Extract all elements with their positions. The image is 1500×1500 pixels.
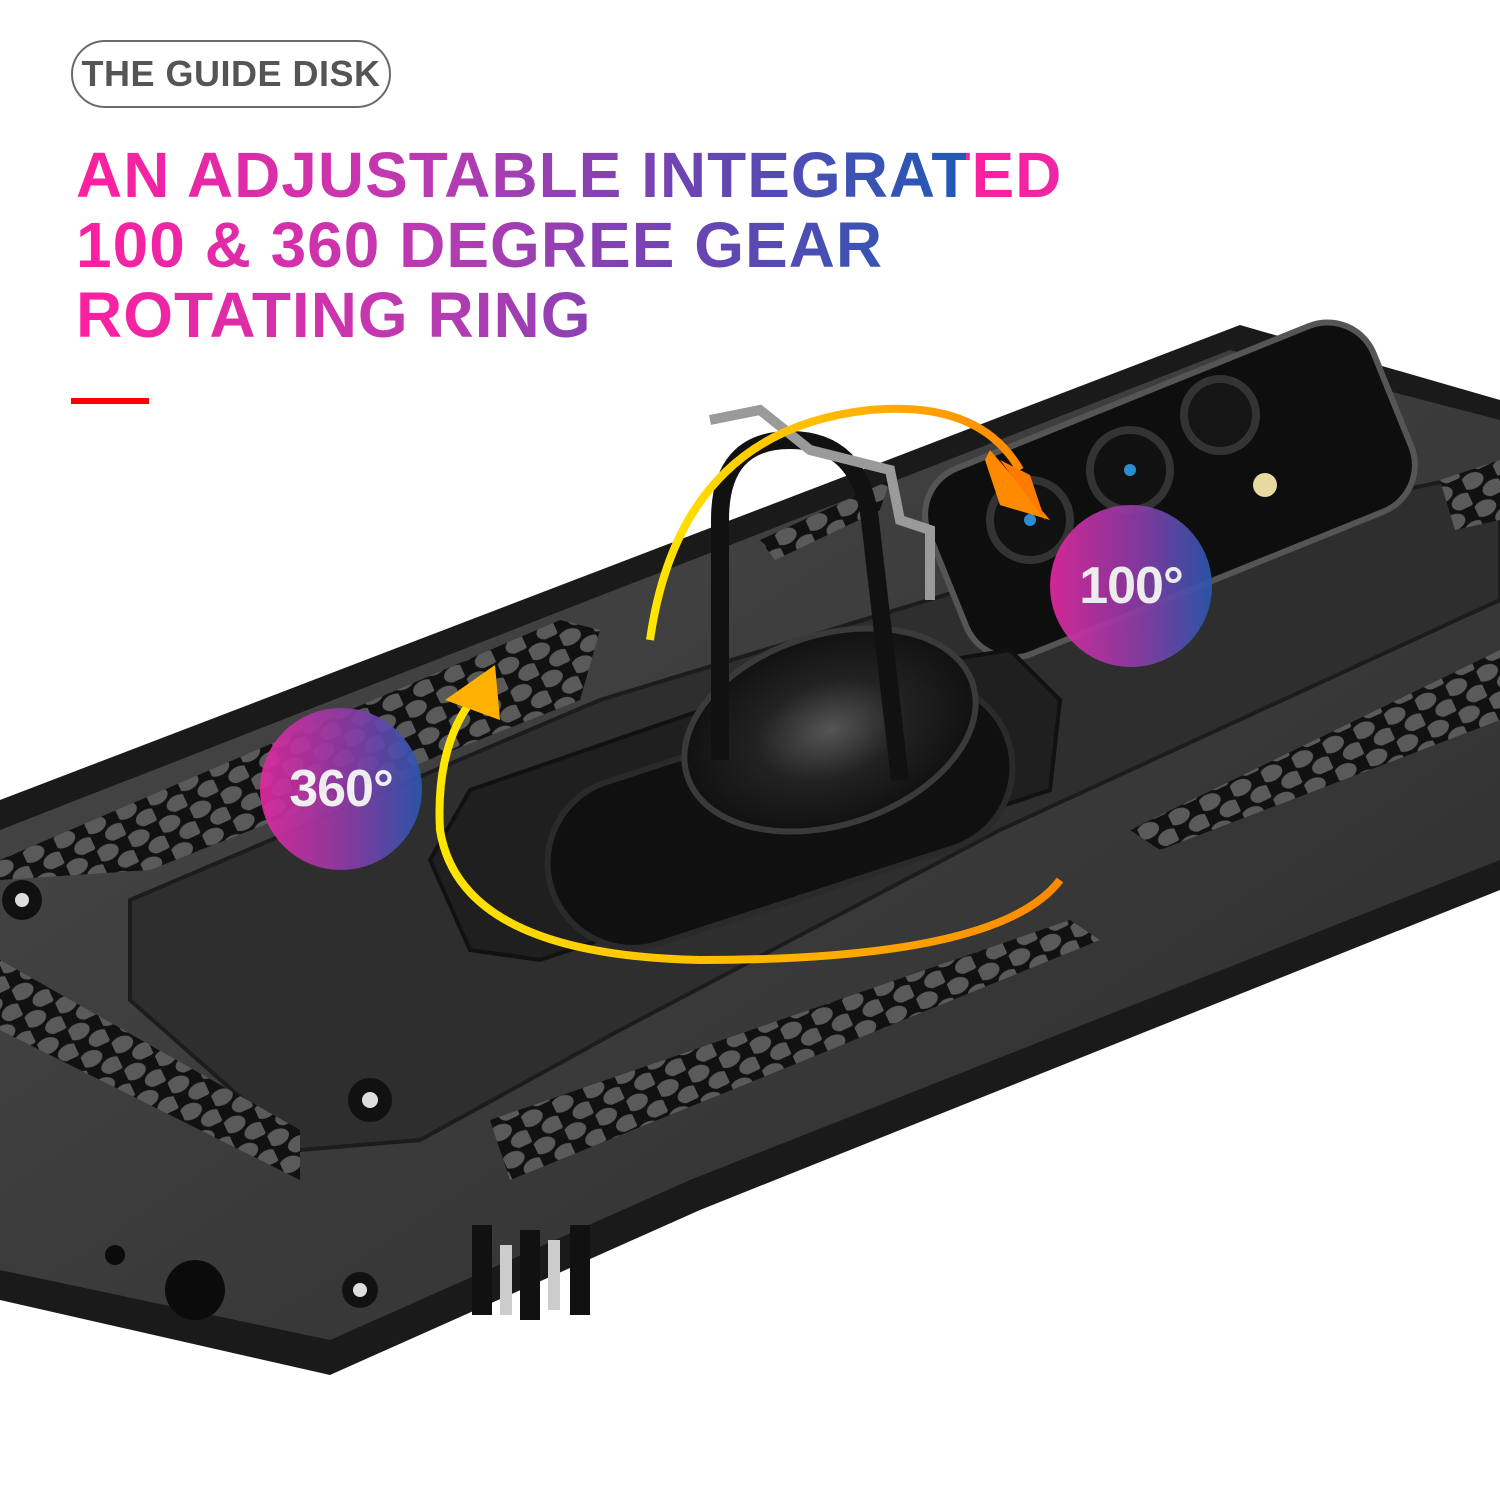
headline-line-2: 100 & 360 DEGREE GEAR — [76, 209, 884, 281]
ring-kickstand-icon — [427, 404, 1063, 963]
headline: AN ADJUSTABLE INTEGRATED 100 & 360 DEGRE… — [76, 140, 1061, 351]
side-button-grips — [105, 1225, 590, 1320]
headline-line-1: AN ADJUSTABLE INTEGRATED — [76, 139, 1063, 211]
guide-disk-pill: THE GUIDE DISK — [71, 40, 391, 108]
accent-bar — [71, 398, 149, 404]
headline-line-3: ROTATING RING — [76, 279, 592, 351]
screw-icon — [2, 880, 392, 1308]
rotation-360-badge: 360° — [260, 708, 422, 870]
rotation-arrow-icon — [435, 404, 1064, 965]
tilt-100-badge: 100° — [1050, 505, 1212, 667]
